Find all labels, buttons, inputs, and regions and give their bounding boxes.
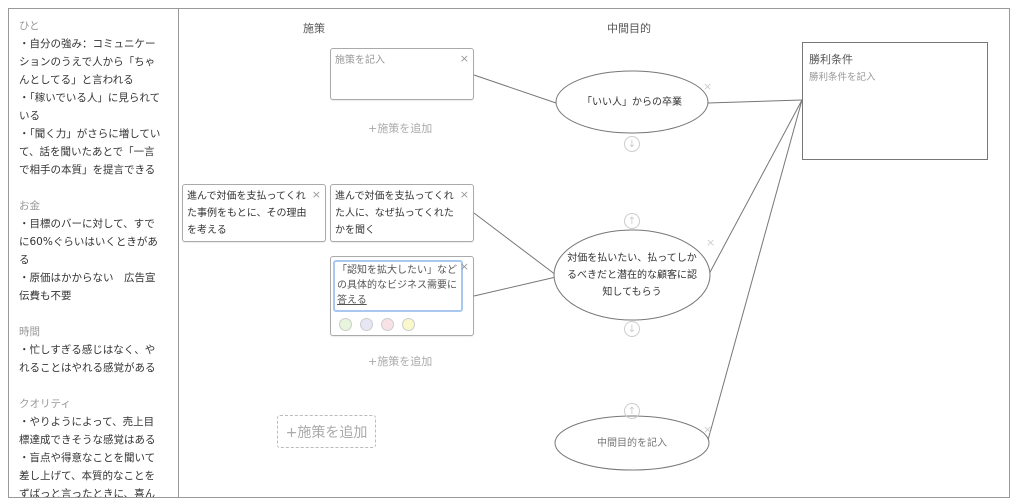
close-icon[interactable]: ×	[706, 236, 716, 249]
win-condition-title: 勝利条件	[809, 53, 853, 66]
color-pink-swatch[interactable]	[381, 318, 394, 331]
section-people: ひと・自分の強み：コミュニケー ションのうえで人から「ちゃ んとしてる」と言われ…	[19, 17, 179, 179]
connector-line	[473, 212, 557, 276]
color-yellow-swatch[interactable]	[402, 318, 415, 331]
left-panel: ひと・自分の強み：コミュニケー ションのうえで人から「ちゃ んとしてる」と言われ…	[8, 8, 179, 498]
arrow-up-icon[interactable]: ↑	[624, 213, 640, 229]
goal-text[interactable]: 「いい人」からの卒業	[582, 96, 682, 108]
connector-line	[707, 99, 803, 441]
goal-input[interactable]: 中間目的を記入	[597, 437, 667, 449]
section-money-text[interactable]: ・目標のバーに対して、すで に60%ぐらいはいくときがあ る ・原価はかからない…	[19, 218, 158, 302]
close-icon[interactable]: ×	[311, 188, 321, 201]
measure-card[interactable]: 施策を記入 ×	[330, 48, 474, 100]
close-icon[interactable]: ×	[459, 52, 469, 65]
measure-input[interactable]: 施策を記入	[335, 55, 385, 66]
color-green-swatch[interactable]	[339, 318, 352, 331]
color-picker	[339, 318, 423, 332]
section-money: お金・目標のバーに対して、すで に60%ぐらいはいくときがあ る ・原価はかから…	[19, 197, 179, 305]
add-measure-button[interactable]: +施策を追加	[368, 355, 433, 368]
goal-text[interactable]: 対価を払いたい、払ってしか るべきだと潜在的な顧客に認 知してもらう	[567, 252, 697, 298]
close-icon[interactable]: ×	[459, 188, 469, 201]
section-people-text[interactable]: ・自分の強み：コミュニケー ションのうえで人から「ちゃ んとしてる」と言われる …	[19, 38, 161, 176]
connector-line	[707, 99, 803, 277]
measure-card[interactable]: 進んで対価を支払ってくれ た人に、なぜ払ってくれた かを聞く ×	[330, 184, 474, 242]
win-condition-box[interactable]: 勝利条件 勝利条件を記入	[802, 42, 988, 160]
goal-ellipse	[553, 229, 711, 321]
connector-line	[473, 276, 557, 297]
close-icon[interactable]: ×	[459, 260, 469, 273]
column-header-intermediate: 中間目的	[607, 22, 651, 35]
arrow-up-icon[interactable]: ↑	[624, 403, 640, 419]
section-time-text[interactable]: ・忙しすぎる感じはなく、や れることはやれる感覚がある	[19, 344, 156, 374]
connector-line	[707, 99, 803, 104]
measure-text[interactable]: 進んで対価を支払ってくれ た人に、なぜ払ってくれた かを聞く	[335, 191, 454, 236]
measure-card[interactable]: 進んで対価を支払ってくれ た事例をもとに、その理由 を考える ×	[182, 184, 326, 242]
add-measure-column-button[interactable]: +施策を追加	[277, 415, 376, 448]
add-measure-button[interactable]: +施策を追加	[368, 122, 433, 135]
goal-ellipse	[555, 70, 709, 134]
close-icon[interactable]: ×	[703, 423, 713, 436]
close-icon[interactable]: ×	[703, 80, 713, 93]
measure-textarea[interactable]: 「認知を拡大したい」など の具体的なビジネス需要に 答える	[333, 260, 463, 312]
connector-lines	[473, 70, 803, 471]
column-header-measures: 施策	[303, 22, 325, 35]
win-condition-input[interactable]: 勝利条件を記入	[809, 72, 876, 83]
section-time: 時間・忙しすぎる感じはなく、や れることはやれる感覚がある	[19, 323, 179, 377]
connector-line	[473, 74, 557, 104]
arrow-down-icon[interactable]: ↓	[624, 136, 640, 152]
arrow-down-icon[interactable]: ↓	[624, 321, 640, 337]
measure-card-editing[interactable]: 「認知を拡大したい」など の具体的なビジネス需要に 答える ×	[330, 256, 474, 336]
color-purple-swatch[interactable]	[360, 318, 373, 331]
measure-text[interactable]: 進んで対価を支払ってくれ た事例をもとに、その理由 を考える	[187, 191, 307, 236]
